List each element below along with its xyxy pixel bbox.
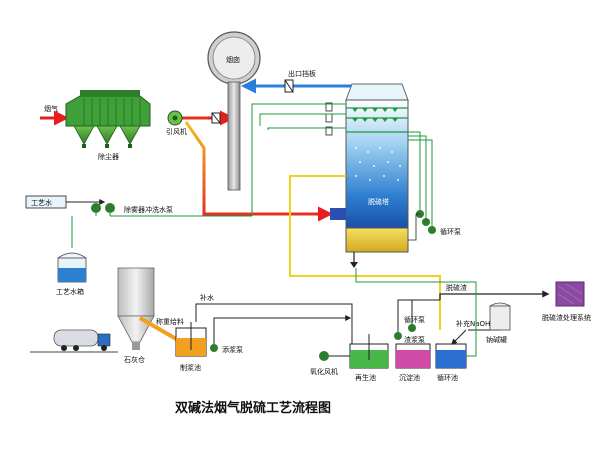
label-lime-silo: 石灰仓 (124, 355, 145, 364)
label-circ-pump: 循环泵 (404, 315, 425, 324)
slag-line (439, 290, 550, 300)
label-slurry-pump: 添浆泵 (222, 345, 243, 354)
label-desulf-slag: 脱硫渣 (446, 283, 467, 292)
lime-silo (117, 267, 155, 350)
label-flue-gas: 烟气 (44, 104, 58, 113)
label-makeup-water: 补水 (200, 293, 214, 302)
ponds (349, 334, 467, 369)
label-oxidation-fan: 氧化风机 (310, 367, 338, 376)
spray-valve-icon (325, 102, 333, 136)
label-slag-system: 脱硫渣处理系统 (542, 313, 591, 322)
dust-collector (65, 90, 151, 148)
tanker-truck (30, 329, 118, 353)
pond-pumps (394, 299, 440, 340)
label-chimney: 烟囱 (226, 55, 240, 64)
outlet-damper-icon (284, 79, 294, 93)
label-regen-pond: 再生池 (355, 373, 376, 382)
label-weigh-feed: 称重给料 (156, 317, 184, 326)
label-slag-pump: 渣浆泵 (404, 335, 425, 344)
process-water-source (25, 195, 106, 209)
label-process-water: 工艺水 (31, 198, 52, 207)
chimney (207, 31, 261, 191)
desulfurization-tower (330, 83, 409, 268)
slurry-prep-pond (175, 322, 218, 357)
weigh-feeder (138, 316, 180, 342)
label-tower-circ-pump: 循环泵 (440, 227, 461, 236)
wash-water-lines (110, 103, 346, 217)
makeup-water-line (195, 303, 353, 344)
label-tower: 脱硫塔 (368, 197, 389, 206)
slag-treatment-system (555, 281, 585, 307)
label-slurry-pond: 制浆池 (180, 363, 201, 372)
mist-pumps (91, 203, 115, 216)
diagram-title: 双碱法烟气脱硫工艺流程图 (175, 400, 331, 416)
soda-tank (489, 302, 511, 331)
tower-circ-pumps (408, 131, 436, 241)
label-dust-collector: 除尘器 (98, 152, 119, 161)
oxidation-fan (319, 351, 350, 361)
label-circ-pond: 循环池 (437, 373, 458, 382)
label-outlet-damper: 出口挡板 (288, 69, 316, 78)
induced-fan (167, 110, 183, 126)
label-naoh: 补充NaOH (456, 319, 490, 328)
process-water-tank (57, 216, 87, 283)
circ-return-line (355, 268, 477, 357)
label-induced-fan: 引风机 (166, 127, 187, 136)
label-settling-pond: 沉淀池 (399, 373, 420, 382)
label-soda-tank: 钠碱罐 (486, 335, 507, 344)
label-mist-pump: 除雾器冲洗水泵 (124, 205, 173, 214)
label-water-tank: 工艺水箱 (56, 287, 84, 296)
damper-icon (211, 112, 221, 124)
